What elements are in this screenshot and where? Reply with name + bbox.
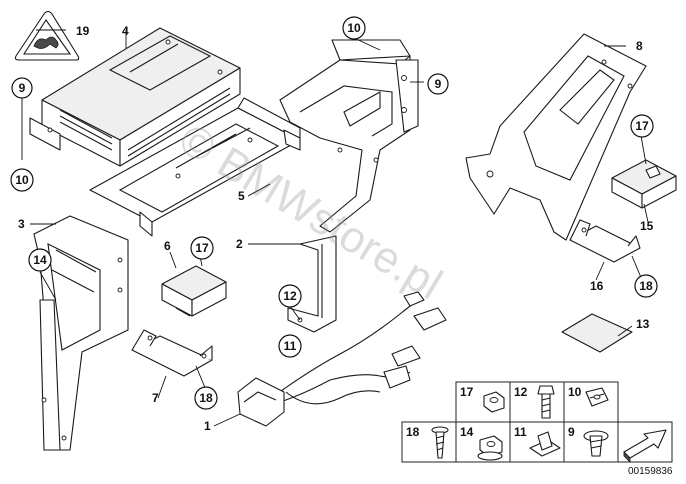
flange-nut-icon [477, 435, 503, 461]
screw-icon [431, 426, 449, 459]
washer-screw-icon [583, 430, 609, 457]
callout-13: 13 [636, 317, 650, 331]
callout-8: 8 [636, 39, 643, 53]
callout-9-left: 9 [19, 81, 26, 95]
support-strut-part [287, 235, 337, 333]
callout-17-right: 17 [635, 119, 649, 133]
right-bracket-part [569, 219, 641, 263]
long-bracket-part [465, 33, 647, 241]
clip-nut-icon [585, 387, 609, 407]
callout-5: 5 [238, 189, 245, 203]
callout-11: 11 [284, 339, 297, 353]
right-module-part [611, 159, 677, 209]
speed-nut-icon [529, 431, 561, 457]
callout-7: 7 [152, 391, 159, 405]
callout-10-top: 10 [347, 21, 361, 35]
leader-lines [21, 29, 649, 427]
callout-19: 19 [76, 24, 90, 38]
side-bracket-part [33, 215, 129, 451]
adhesive-pad-part [561, 313, 633, 353]
table-cell-label: 9 [568, 425, 575, 439]
callouts: 19 4 9 10 10 9 8 17 5 3 15 2 6 17 14 16 … [10, 16, 658, 433]
reference-number: 00159836 [628, 466, 673, 477]
callout-12: 12 [283, 289, 297, 303]
callout-14: 14 [33, 253, 47, 267]
warning-label-part [14, 10, 80, 61]
upper-bracket-part [279, 39, 419, 233]
callout-15: 15 [640, 219, 654, 233]
control-module-part [29, 27, 241, 167]
callout-18-right: 18 [639, 279, 653, 293]
mounting-tray-part [89, 97, 301, 237]
small-bracket-part [131, 329, 213, 377]
fastener-table: 17 12 10 18 14 11 9 [401, 381, 673, 463]
table-cell-label: 12 [514, 385, 528, 399]
table-cell-label: 11 [514, 425, 527, 439]
table-cell-label: 18 [406, 425, 420, 439]
callout-10-left: 10 [15, 173, 29, 187]
arrow-icon [623, 429, 667, 463]
table-cell-label: 17 [460, 385, 474, 399]
callout-6: 6 [164, 239, 171, 253]
callout-3: 3 [18, 217, 25, 231]
bolt-icon [537, 385, 555, 419]
callout-18-left: 18 [199, 391, 213, 405]
callout-17-mid: 17 [195, 241, 209, 255]
callout-16: 16 [590, 279, 604, 293]
nut-icon [483, 391, 505, 413]
table-cell-label: 10 [568, 385, 582, 399]
callout-9-top: 9 [435, 77, 442, 91]
table-cell-label: 14 [460, 425, 474, 439]
cable-harness-part [237, 291, 447, 427]
callout-2: 2 [236, 237, 243, 251]
small-module-part [161, 265, 227, 317]
callout-4: 4 [122, 24, 129, 38]
callout-1: 1 [204, 419, 211, 433]
